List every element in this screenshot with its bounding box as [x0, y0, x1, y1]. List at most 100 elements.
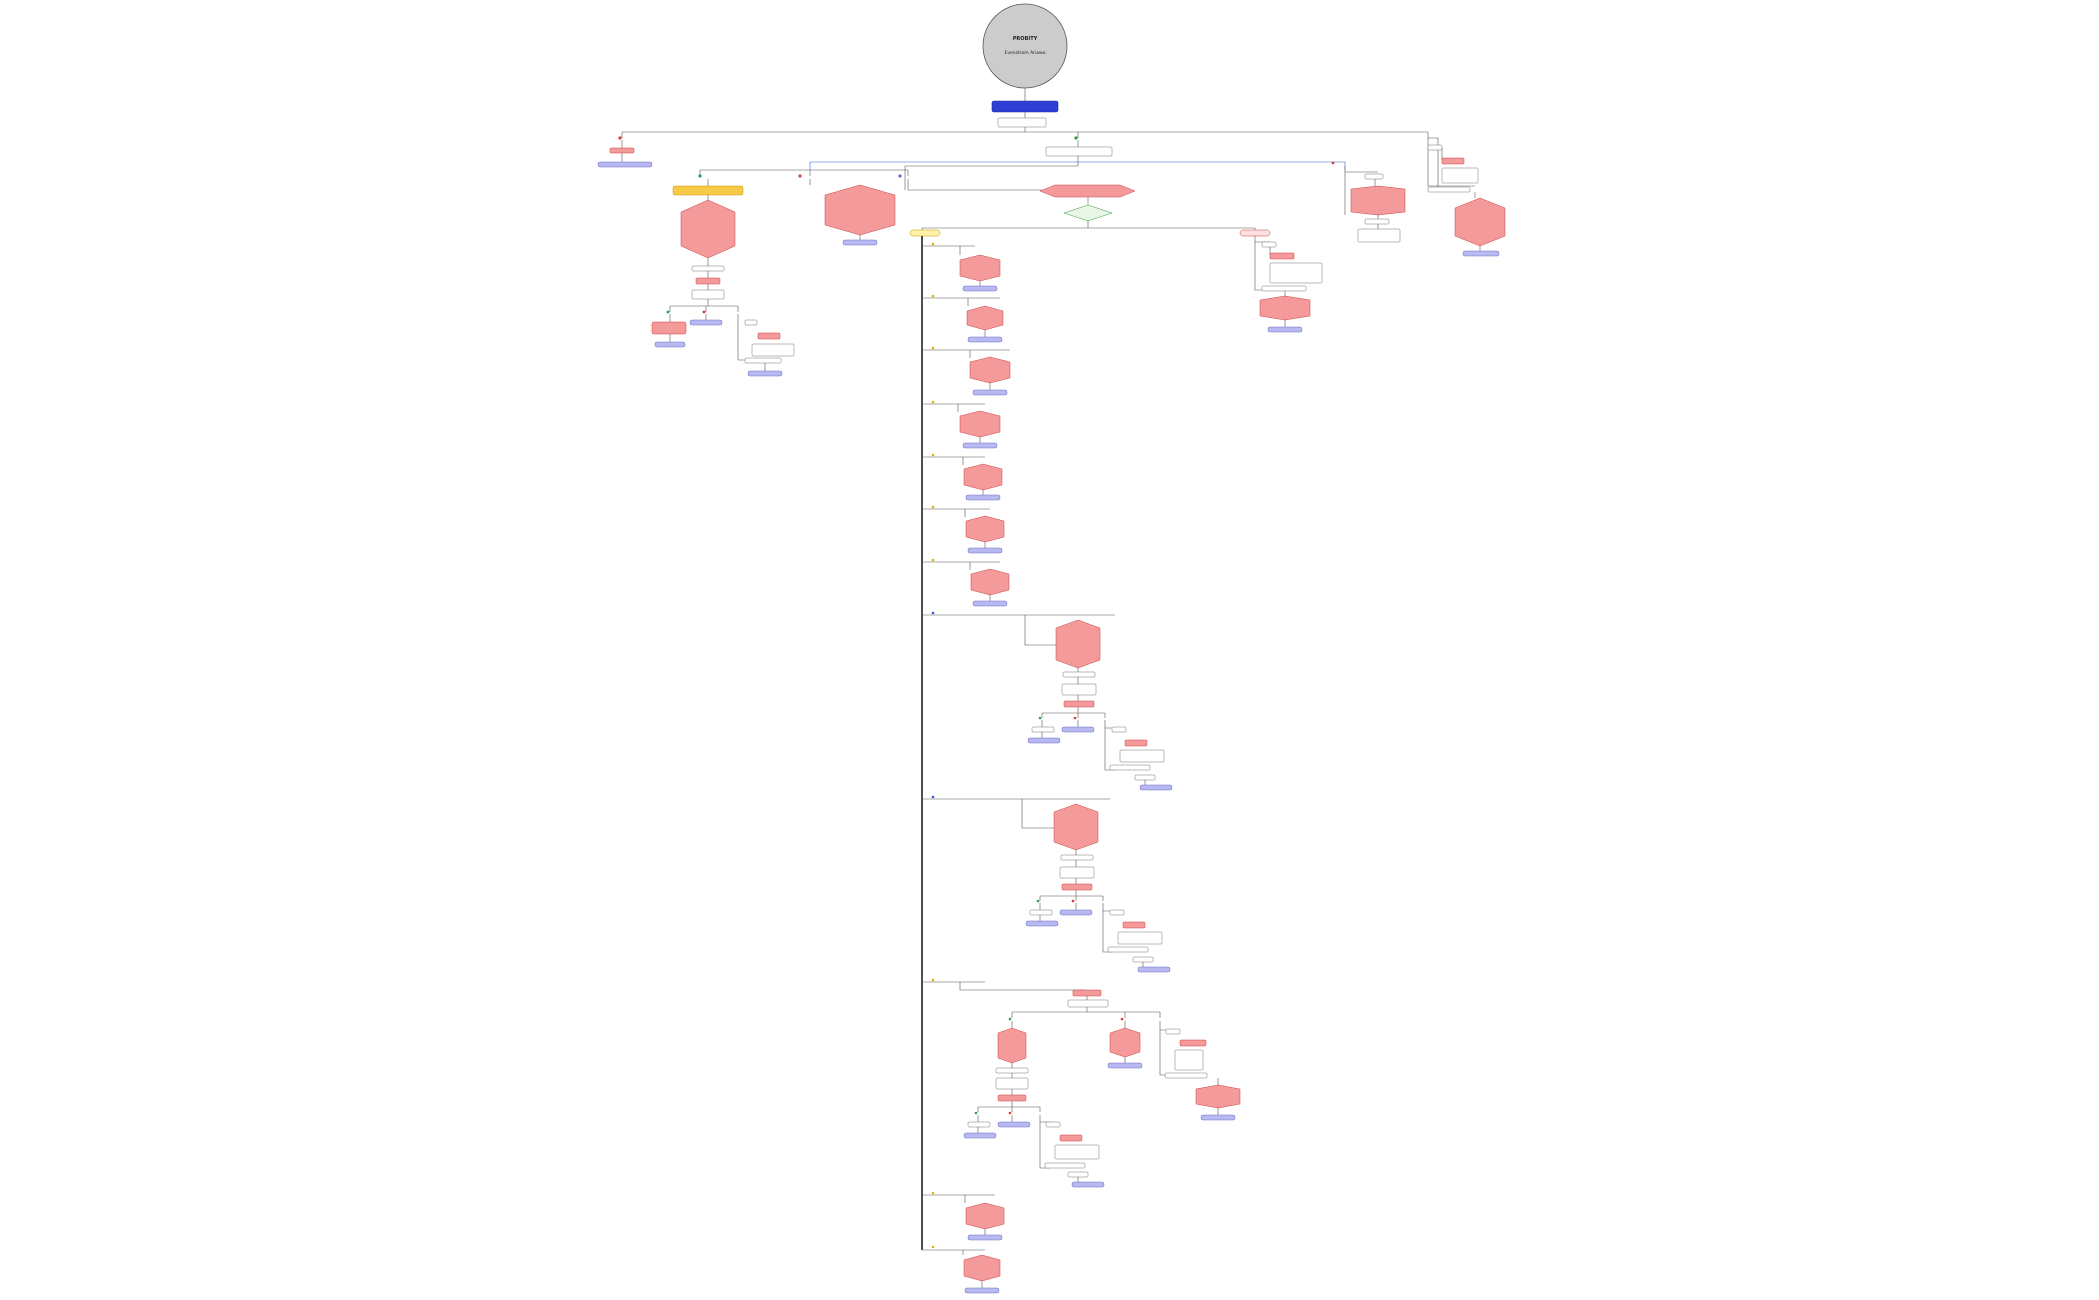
status-dot-red [618, 136, 622, 140]
spine-item [922, 1245, 1001, 1294]
leaf-node[interactable] [972, 389, 1008, 396]
spine-item [922, 505, 1005, 554]
leaf-node[interactable] [1071, 1181, 1105, 1188]
status-dot-green [1074, 136, 1078, 140]
status-dot-yellow [931, 558, 935, 562]
leaf-node[interactable] [689, 319, 723, 326]
hexagon-node [965, 1202, 1005, 1230]
spine-item [922, 1191, 1005, 1241]
leaf-node[interactable] [1061, 726, 1095, 733]
spine-item [922, 242, 1001, 292]
decision-node[interactable] [1063, 204, 1113, 222]
root-node: PROBITY Evenstrom Ariawo [982, 3, 1068, 89]
leaf-node[interactable] [964, 1287, 1000, 1294]
status-dot-red [1073, 716, 1077, 720]
status-dot-yellow [931, 1191, 935, 1195]
leaf-node[interactable] [962, 442, 998, 449]
status-dot-blue [931, 795, 935, 799]
hexagon-node [1350, 185, 1406, 216]
status-dot-green [666, 310, 670, 314]
leaf-node[interactable] [967, 547, 1003, 554]
status-dot-green [698, 174, 702, 178]
spine-item [922, 294, 1004, 343]
leaf-node[interactable] [997, 1121, 1031, 1128]
leaf-node[interactable] [972, 600, 1008, 607]
status-dot-yellow [931, 1245, 935, 1249]
spine-item-complex [922, 611, 1173, 791]
hexagon-node [1195, 1084, 1241, 1109]
leaf-node[interactable] [962, 285, 998, 292]
status-dot-yellow [931, 978, 935, 982]
leaf-node[interactable] [967, 1234, 1003, 1241]
leaf-node[interactable] [1200, 1114, 1236, 1121]
hexagon-node [997, 1027, 1027, 1064]
hexagon-node [959, 410, 1001, 438]
status-dot-blue [931, 611, 935, 615]
status-dot-yellow [931, 346, 935, 350]
leaf-node[interactable] [967, 336, 1003, 343]
leaf-node[interactable] [1267, 326, 1303, 333]
sub-branch-right [898, 174, 1136, 225]
status-dot-green [1036, 899, 1040, 903]
sub-branch-left [651, 169, 909, 377]
leaf-node[interactable] [963, 1132, 997, 1139]
leaf-node[interactable] [1107, 1062, 1143, 1069]
status-dot-green [974, 1111, 978, 1115]
hexagon-node [1259, 295, 1311, 321]
right-mid-branch [1331, 161, 1406, 243]
hexagon-node [1053, 803, 1099, 851]
left-branch [597, 136, 653, 168]
leaf-node[interactable] [1462, 250, 1500, 257]
callout-box [672, 185, 744, 196]
hexagon-node [1039, 184, 1136, 198]
status-dot-yellow [931, 453, 935, 457]
spine-start-node[interactable] [909, 229, 941, 237]
mid-branch [809, 136, 1346, 190]
hexagon-node [963, 1254, 1001, 1282]
leaf-node[interactable] [1027, 737, 1061, 744]
spine-alt-branch [1239, 229, 1323, 333]
hexagon-node [966, 305, 1004, 331]
status-dot-green [1008, 1017, 1012, 1021]
spine-item-complex [922, 795, 1171, 973]
spine-item-complex [922, 978, 1241, 1188]
leaf-node[interactable] [1139, 784, 1173, 791]
status-dot-red [702, 310, 706, 314]
header-node[interactable] [991, 100, 1059, 113]
root-subtitle: Evenstrom Ariawo [1005, 50, 1046, 56]
spine-item [922, 400, 1001, 449]
hexagon-node [1055, 619, 1101, 669]
status-dot-red [1331, 161, 1335, 165]
spine-item [922, 558, 1010, 607]
leaf-node[interactable] [654, 341, 686, 348]
root-title: PROBITY [1013, 36, 1038, 42]
status-dot-yellow [931, 294, 935, 298]
hexagon-node [959, 254, 1001, 282]
hexagon-node [1109, 1027, 1141, 1058]
status-dot-yellow [931, 505, 935, 509]
status-dot-green [1038, 716, 1042, 720]
leaf-node[interactable] [1025, 920, 1059, 927]
leaf-node[interactable] [1137, 966, 1171, 973]
status-dot-red [1008, 1111, 1012, 1115]
hexagon-node [1454, 197, 1506, 247]
hexagon-node [963, 463, 1003, 491]
status-dot-yellow [931, 400, 935, 404]
note-box [997, 117, 1047, 128]
spine-item [922, 346, 1011, 396]
leaf-node[interactable] [965, 494, 1001, 501]
leaf-node[interactable] [747, 370, 783, 377]
status-dot-yellow [931, 242, 935, 246]
leaf-node[interactable] [1059, 909, 1093, 916]
status-dot-red [1120, 1017, 1124, 1021]
leaf-node[interactable] [842, 239, 878, 246]
status-dot-red [1071, 899, 1075, 903]
hexagon-node [680, 199, 736, 259]
hexagon-node [969, 356, 1011, 384]
leaf-node[interactable] [597, 161, 653, 168]
status-dot-purple [898, 174, 902, 178]
hexagon-node [965, 515, 1005, 543]
spine-item [922, 453, 1003, 501]
hexagon-node [970, 568, 1010, 596]
right-branch [1427, 137, 1506, 257]
